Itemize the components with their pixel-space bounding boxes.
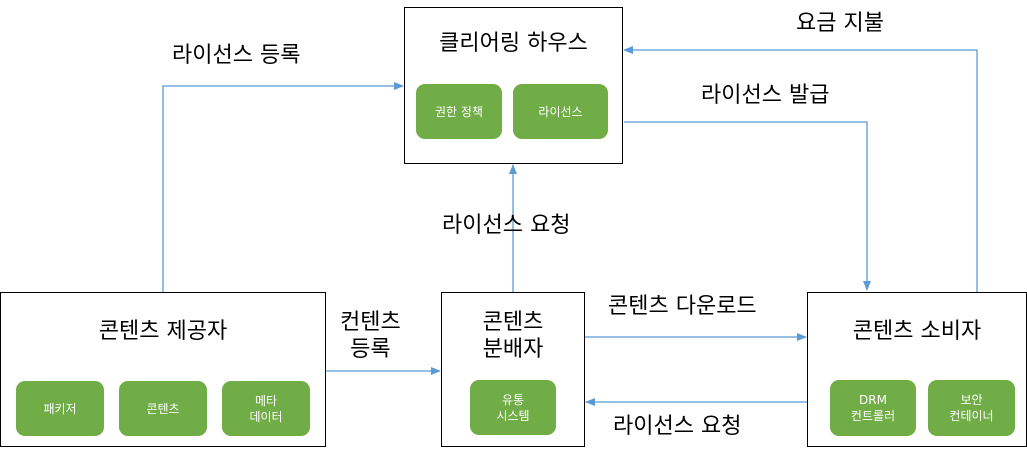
- label-license-register: 라이선스 등록: [172, 43, 301, 68]
- content-consumer-node: 콘텐츠 소비자 DRM 컨트롤러 보안 컨테이너: [807, 292, 1027, 447]
- label-payment: 요금 지불: [796, 11, 884, 36]
- content-provider-title: 콘텐츠 제공자: [98, 319, 228, 344]
- content-consumer-title: 콘텐츠 소비자: [852, 319, 982, 344]
- chip-distribution-system: 유통 시스템: [470, 380, 556, 435]
- chip-drm-controller: DRM 컨트롤러: [830, 380, 916, 436]
- chip-secure-container: 보안 컨테이너: [928, 380, 1015, 436]
- label-license-request-up: 라이선스 요청: [442, 213, 571, 238]
- clearing-house-node: 클리어링 하우스 권한 정책 라이선스: [404, 7, 623, 164]
- label-content-register: 컨텐츠 등록: [340, 310, 401, 362]
- clearing-house-title: 클리어링 하우스: [439, 31, 588, 56]
- content-provider-node: 콘텐츠 제공자 패키저 콘텐츠 메타 데이터: [0, 292, 326, 447]
- chip-metadata: 메타 데이터: [222, 381, 310, 436]
- content-distributor-node: 콘텐츠 분배자 유통 시스템: [441, 292, 585, 447]
- label-license-request-back: 라이선스 요청: [613, 414, 742, 439]
- label-license-issue: 라이선스 발급: [701, 83, 830, 108]
- chip-content: 콘텐츠: [119, 381, 207, 436]
- label-content-download: 콘텐츠 다운로드: [608, 294, 757, 319]
- edge-license-register: [162, 82, 404, 292]
- edge-payment: [623, 46, 978, 292]
- chip-packager: 패키저: [16, 381, 104, 436]
- edge-license-issue: [624, 121, 871, 291]
- chip-license: 라이선스: [513, 84, 608, 139]
- content-distributor-title: 콘텐츠 분배자: [482, 310, 544, 362]
- chip-permission-policy: 권한 정책: [416, 84, 502, 139]
